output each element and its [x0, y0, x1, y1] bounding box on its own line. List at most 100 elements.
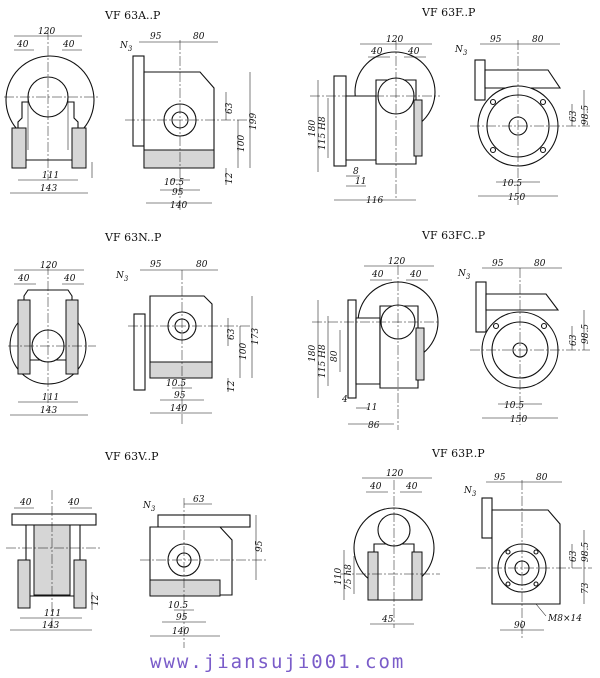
motor-flange — [481, 497, 493, 539]
dim-text: 95 — [494, 473, 506, 483]
motor-flange — [475, 281, 487, 333]
dim-text: M8×14 — [547, 614, 582, 624]
dim-text: 10.5 — [164, 178, 184, 188]
side-view: 40 40 12 111 143 — [6, 490, 101, 631]
dim-text: 40 — [17, 274, 30, 284]
dim-text: 80 — [193, 32, 205, 42]
front-view: N3 95 80 63 98.5 10.5 150 — [454, 35, 591, 205]
flange — [347, 299, 357, 399]
dim-text: 110 — [334, 568, 344, 585]
housing-top — [484, 69, 562, 89]
bolt-hole — [539, 146, 547, 154]
dim-text: 120 — [386, 469, 403, 479]
dim-text: 95 — [174, 391, 186, 401]
dim-text: 8 — [353, 167, 359, 177]
dim-text: 40 — [409, 270, 422, 280]
dim-text: 90 — [514, 621, 526, 631]
bolt-hole — [489, 146, 497, 154]
panel-title: VF 63FC..P — [421, 229, 486, 242]
panel-vf63f: VF 63F..P 120 40 40 180 115 H8 8 — [308, 6, 591, 206]
housing-base — [149, 579, 221, 597]
panel-title: VF 63N..P — [104, 231, 162, 244]
side-view: 120 40 40 180 115 H8 80 4 11 86 — [308, 257, 440, 431]
n-label: N3 — [115, 271, 129, 283]
front-view: N3 95 80 63 98.5 73 M8×14 90 — [463, 473, 592, 640]
dim-text: 115 H8 — [318, 116, 328, 150]
panel-title: VF 63A..P — [104, 9, 161, 22]
side-view: 120 40 40 111 143 — [4, 27, 98, 194]
dim-text: 140 — [170, 201, 187, 211]
dim-text: 40 — [405, 482, 418, 492]
dim-text: 120 — [38, 27, 55, 37]
dim-text: 10.5 — [168, 601, 188, 611]
n-label: N3 — [457, 269, 471, 281]
dim-text: 63 — [569, 550, 579, 562]
dim-text: 80 — [534, 259, 546, 269]
flange-hub — [345, 95, 377, 161]
dim-text: 143 — [42, 621, 59, 631]
left-cover — [367, 551, 379, 601]
dim-text: 95 — [150, 32, 162, 42]
dim-text: 95 — [255, 540, 265, 552]
left-foot — [17, 299, 31, 375]
motor-flange — [133, 313, 146, 391]
motor-flange — [132, 55, 145, 147]
dim-text: 95 — [176, 613, 188, 623]
dim-text: 40 — [369, 482, 382, 492]
dim-text: 120 — [40, 261, 57, 271]
panel-vf63p: VF 63P..P 120 40 40 110 75 h8 45 N3 — [334, 447, 592, 640]
dim-text: 80 — [196, 260, 208, 270]
panel-title: VF 63F..P — [421, 6, 476, 19]
dim-text: 12 — [227, 380, 237, 392]
dim-text: 63 — [193, 495, 205, 505]
panel-vf63v: VF 63V..P 40 40 12 111 143 N3 — [6, 450, 268, 648]
panel-vf63a: VF 63A..P 120 40 40 111 143 — [4, 9, 259, 211]
dim-text: 95 — [490, 35, 502, 45]
dim-text: 150 — [508, 193, 525, 203]
dim-text: 120 — [388, 257, 405, 267]
dim-text: 86 — [368, 421, 380, 431]
bolt-hole — [533, 549, 539, 555]
dim-text: 63 — [569, 110, 579, 122]
dim-text: 40 — [62, 40, 75, 50]
left-foot — [17, 559, 31, 609]
dim-text: 98.5 — [581, 105, 591, 125]
right-foot — [71, 127, 87, 169]
right-cover — [411, 551, 423, 601]
dim-text: 40 — [16, 40, 29, 50]
panel-title: VF 63V..P — [104, 450, 159, 463]
dim-text: 40 — [407, 47, 420, 57]
n-label: N3 — [142, 501, 156, 513]
dim-text: 10.5 — [502, 179, 522, 189]
flange-hub — [355, 317, 381, 385]
dim-text: 80 — [536, 473, 548, 483]
dim-text: 63 — [227, 328, 237, 340]
dim-text: 173 — [251, 328, 261, 345]
top-plate — [11, 513, 97, 526]
bolt-hole — [539, 98, 547, 106]
dim-text: 120 — [386, 35, 403, 45]
dim-text: 111 — [44, 609, 61, 619]
bolt-hole — [492, 322, 500, 330]
housing-base — [143, 149, 215, 169]
dim-text: 11 — [366, 403, 377, 413]
cover — [413, 99, 423, 157]
housing-base — [149, 361, 213, 379]
dim-text: 12 — [225, 172, 235, 184]
side-view: 120 40 40 180 115 H8 8 11 116 — [308, 35, 440, 206]
side-view: 120 40 40 111 143 — [8, 261, 96, 416]
bolt-hole — [505, 549, 511, 555]
dim-text: 75 h8 — [344, 564, 354, 590]
dim-text: 111 — [42, 171, 59, 181]
panel-vf63n: VF 63N..P 120 40 40 111 143 N3 — [8, 231, 261, 425]
dim-text: 140 — [170, 404, 187, 414]
dim-text: 40 — [63, 274, 76, 284]
bolt-hole — [489, 98, 497, 106]
right-foot — [65, 299, 79, 375]
dim-text: 95 — [492, 259, 504, 269]
side-view: 120 40 40 110 75 h8 45 — [334, 469, 440, 628]
dim-text: 63 — [225, 102, 235, 114]
cover — [415, 327, 425, 381]
top-plate — [157, 514, 251, 528]
